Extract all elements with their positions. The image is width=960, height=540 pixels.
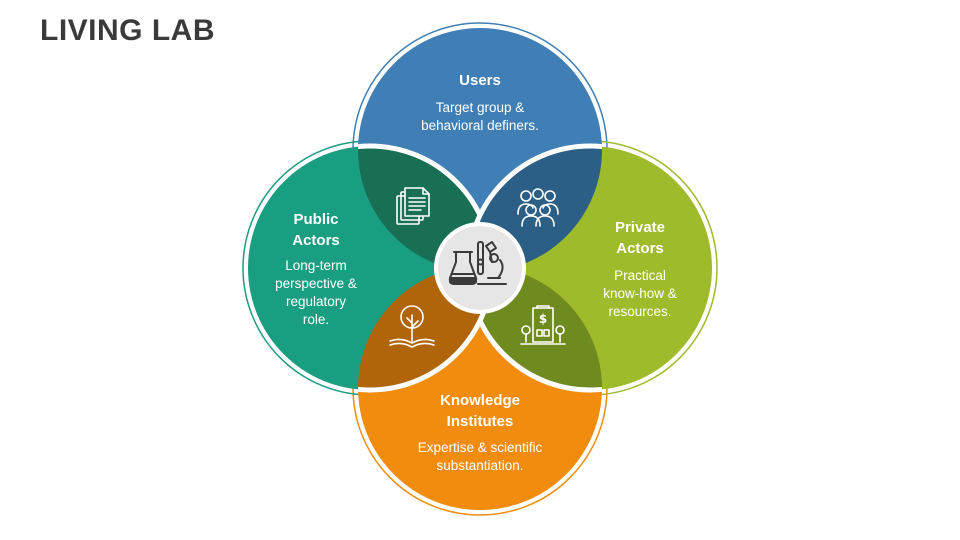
public-actors-description-line-3: regulatory [286,294,346,309]
private-actors-description-line-1: Practical [614,268,666,283]
users-description-line-2: behavioral definers. [421,118,539,133]
users-description-line-1: Target group & [436,100,525,115]
public-actors-title-line-2: Actors [292,232,340,249]
users-title: Users [459,72,501,89]
private-actors-title-line-1: Private [615,219,665,236]
knowledge-institutes-title-line-2: Institutes [447,413,514,430]
center-circle [434,222,526,314]
knowledge-institutes-description-line-1: Expertise & scientific [418,440,543,455]
tree-book-icon [389,305,435,348]
laboratory-microscope-icon [448,241,507,285]
group-of-people-icon [517,188,559,227]
public-actors-title-line-1: Public [293,211,338,228]
page-title: LIVING LAB [40,14,215,47]
knowledge-institutes-description-line-2: substantiation. [436,458,523,473]
svg-text:$: $ [539,312,547,326]
private-actors-title-line-2: Actors [616,240,664,257]
documents-icon [396,187,430,225]
private-actors-description-line-2: know-how & [603,286,677,301]
bank-building-icon: $ [520,305,566,345]
public-actors-description-line-4: role. [303,312,329,327]
knowledge-institutes-title-line-1: Knowledge [440,392,520,409]
public-actors-description-line-1: Long-term [285,258,347,273]
private-actors-description-line-3: resources. [608,304,671,319]
public-actors-description-line-2: perspective & [275,276,357,291]
